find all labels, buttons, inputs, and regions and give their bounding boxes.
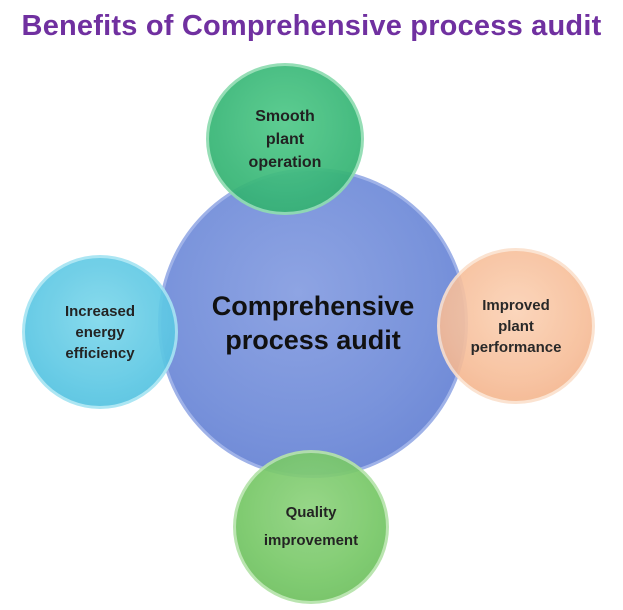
- benefit-label-line: performance: [470, 338, 562, 356]
- benefit-label-line: Smooth: [255, 107, 315, 125]
- benefit-circle-smooth-operation: Smooth plant operation: [206, 63, 364, 215]
- benefit-circle-plant-performance: Improved plant performance: [437, 248, 595, 404]
- benefit-circle-energy-efficiency: Increased energy efficiency: [22, 255, 178, 409]
- center-circle: Comprehensive process audit: [158, 168, 468, 478]
- benefit-label-line: Increased: [64, 302, 136, 320]
- center-label-line-2: process audit: [225, 325, 401, 355]
- benefit-label-line: improvement: [263, 532, 359, 549]
- center-label-line-1: Comprehensive: [211, 291, 415, 321]
- benefit-label-line: efficiency: [65, 344, 135, 362]
- benefit-label-line: Improved: [482, 296, 550, 314]
- benefit-circle-quality-improvement: Quality improvement: [233, 450, 389, 604]
- benefit-label-line: plant: [498, 317, 534, 335]
- benefit-label-line: energy: [75, 323, 125, 341]
- benefit-label-line: Quality: [285, 504, 337, 521]
- diagram-title: Benefits of Comprehensive process audit: [21, 10, 602, 42]
- benefit-label-line: plant: [265, 130, 305, 148]
- benefit-label-line: operation: [248, 153, 322, 171]
